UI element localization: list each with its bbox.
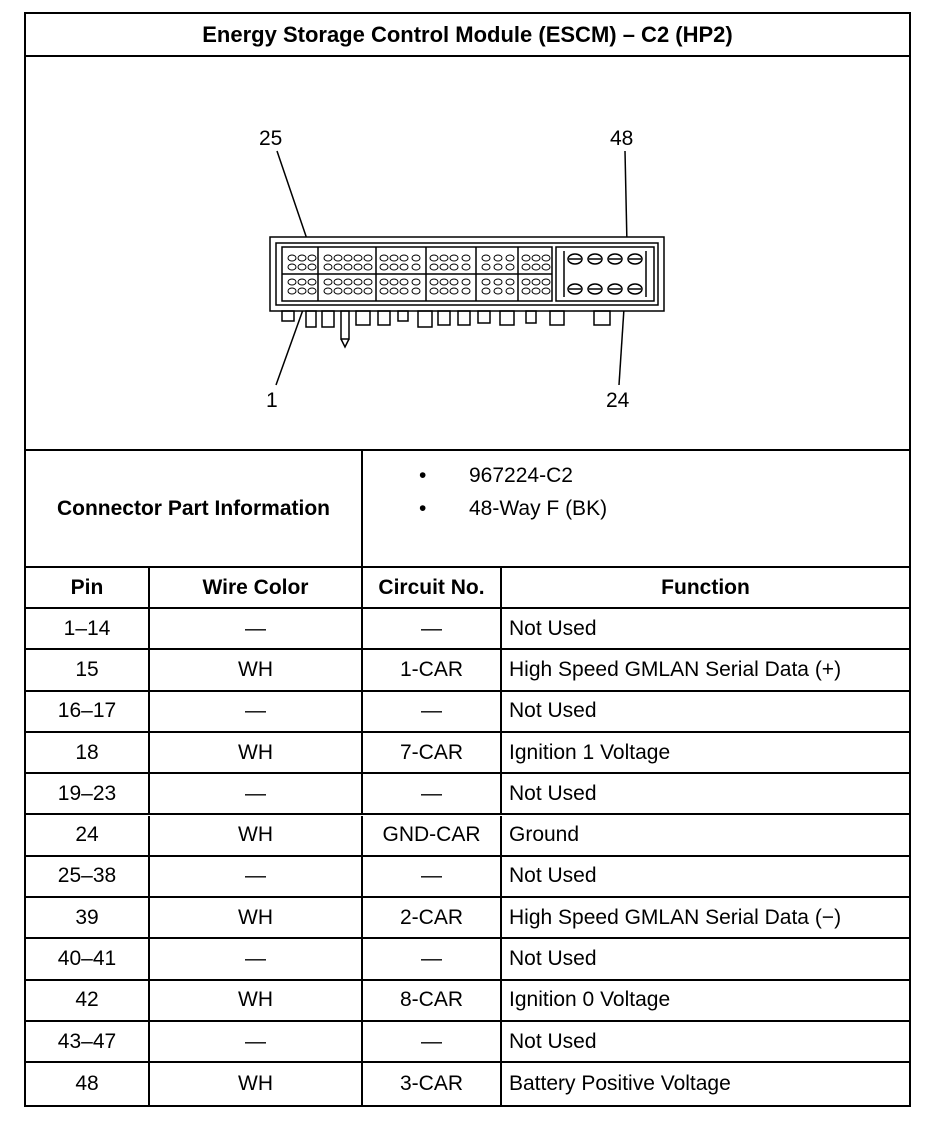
pin-cell: 15 <box>26 650 150 690</box>
wire-color-cell: — <box>150 856 363 897</box>
header-function: Function <box>661 575 750 599</box>
function-cell: Not Used <box>509 864 597 888</box>
function-cell: Ignition 0 Voltage <box>509 988 671 1012</box>
circuit-cell: — <box>363 939 502 979</box>
header-pin: Pin <box>26 568 150 607</box>
pin-cell: 40–41 <box>26 939 150 979</box>
circuit-cell: 7-CAR <box>363 732 502 773</box>
wire-color-cell: WH <box>150 980 363 1020</box>
wire-color-cell: WH <box>150 815 363 855</box>
connector-body <box>269 236 665 349</box>
table-row: 1–14——Not Used <box>26 609 909 651</box>
connector-description: 48-Way F (BK) <box>469 497 608 520</box>
function-cell: Not Used <box>509 947 597 971</box>
wire-color-cell: — <box>150 774 363 814</box>
function-cell: High Speed GMLAN Serial Data (−) <box>509 905 842 929</box>
circuit-cell: — <box>363 856 502 897</box>
circuit-cell: — <box>363 1022 502 1062</box>
wire-color-cell: — <box>150 691 363 731</box>
function-cell: Not Used <box>509 616 597 640</box>
pinout-table: Pin Wire Color Circuit No. Function 1–14… <box>26 568 909 1105</box>
function-cell: Ignition 1 Voltage <box>509 740 671 764</box>
function-cell: Not Used <box>509 699 597 723</box>
circuit-cell: — <box>363 609 502 649</box>
circuit-cell: — <box>363 774 502 814</box>
part-info-item: • 967224-C2 <box>419 459 573 493</box>
pin-cell: 18 <box>26 732 150 773</box>
pin-label-48: 48 <box>610 127 633 150</box>
pin-cell: 39 <box>26 898 150 938</box>
wire-color-cell: WH <box>150 898 363 938</box>
pin-cell: 24 <box>26 815 150 855</box>
function-cell: Not Used <box>509 781 597 805</box>
page-title: Energy Storage Control Module (ESCM) – C… <box>26 14 909 57</box>
function-cell: High Speed GMLAN Serial Data (+) <box>509 657 842 681</box>
leader-line-48 <box>624 150 628 246</box>
part-number: 967224-C2 <box>469 464 573 487</box>
circuit-cell: 2-CAR <box>363 898 502 938</box>
wire-color-cell: WH <box>150 732 363 773</box>
table-row: 43–47——Not Used <box>26 1022 909 1064</box>
connector-face-drawing: 25 48 1 24 <box>259 127 665 412</box>
header-circuit-no: Circuit No. <box>363 568 502 607</box>
wire-color-cell: WH <box>150 1063 363 1105</box>
header-wire-color: Wire Color <box>150 568 363 607</box>
pin-label-25: 25 <box>259 127 282 150</box>
function-cell: Ground <box>509 823 580 847</box>
leader-line-25 <box>276 150 310 246</box>
connector-part-info-list: • 967224-C2 • 48-Way F (BK) <box>363 451 909 566</box>
wire-color-cell: — <box>150 939 363 979</box>
table-row: 19–23——Not Used <box>26 774 909 816</box>
table-row: 40–41——Not Used <box>26 939 909 981</box>
pin-cell: 48 <box>26 1063 150 1105</box>
connector-cavities-large <box>563 251 647 297</box>
connector-sheet: Energy Storage Control Module (ESCM) – C… <box>24 12 911 1107</box>
table-row: 16–17——Not Used <box>26 691 909 733</box>
bullet-icon: • <box>419 497 427 520</box>
wire-color-cell: — <box>150 609 363 649</box>
pin-cell: 16–17 <box>26 691 150 731</box>
table-header-row: Pin Wire Color Circuit No. Function <box>26 568 909 609</box>
circuit-cell: 1-CAR <box>363 650 502 690</box>
circuit-cell: 3-CAR <box>363 1063 502 1105</box>
pin-cell: 1–14 <box>26 609 150 649</box>
table-row: 25–38——Not Used <box>26 856 909 899</box>
function-cell: Battery Positive Voltage <box>509 1071 731 1095</box>
function-cell: Not Used <box>509 1029 597 1053</box>
bullet-icon: • <box>419 464 427 487</box>
pin-label-1: 1 <box>266 389 278 412</box>
wire-color-cell: WH <box>150 650 363 690</box>
connector-diagram: 25 48 1 24 <box>26 57 909 451</box>
pin-label-24: 24 <box>606 389 630 412</box>
pin-cell: 42 <box>26 980 150 1020</box>
connector-part-information: Connector Part Information • 967224-C2 •… <box>26 451 909 568</box>
pin-cell: 43–47 <box>26 1022 150 1062</box>
wire-color-cell: — <box>150 1022 363 1062</box>
part-info-item: • 48-Way F (BK) <box>419 492 607 526</box>
pin-cell: 19–23 <box>26 774 150 814</box>
connector-part-info-label: Connector Part Information <box>26 451 363 566</box>
circuit-cell: 8-CAR <box>363 980 502 1020</box>
circuit-cell: — <box>363 691 502 731</box>
circuit-cell: GND-CAR <box>363 815 502 855</box>
connector-cavities-small <box>287 254 551 295</box>
pin-cell: 25–38 <box>26 856 150 897</box>
